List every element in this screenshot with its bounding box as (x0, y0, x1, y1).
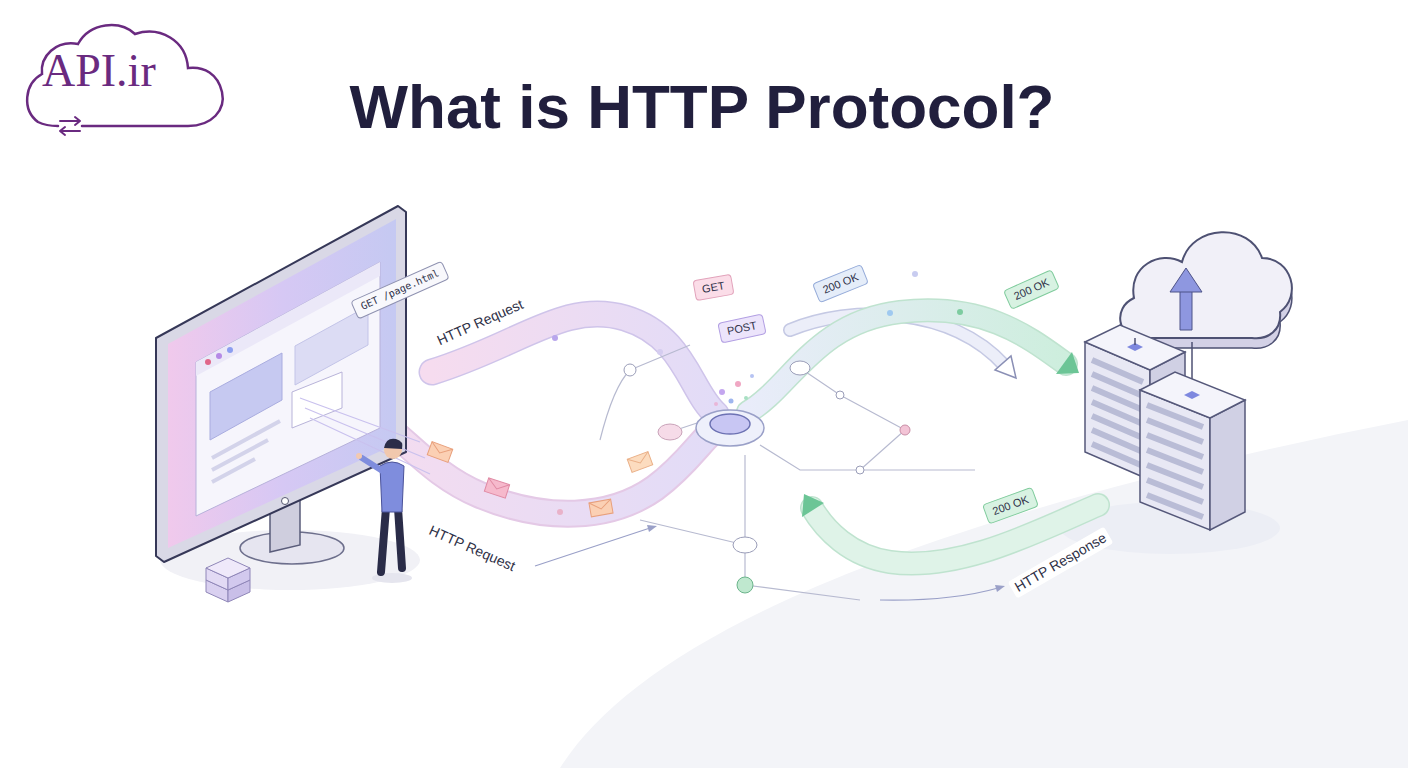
data-slot (292, 372, 342, 428)
person-arm (362, 458, 384, 472)
monitor-screen (168, 219, 396, 548)
server-slots (1147, 405, 1203, 517)
tag-text: GET (701, 279, 726, 296)
upload-arrow-head (1170, 268, 1202, 292)
envelope-icon (484, 478, 509, 498)
data-dot (657, 349, 663, 355)
logo-cloud: API.ir (20, 18, 234, 140)
data-dot (887, 310, 893, 316)
content-panel (295, 306, 368, 385)
circuit-line (860, 430, 905, 470)
person-legs (381, 508, 402, 572)
data-dot (552, 335, 558, 341)
status-tag: 200 OK (1002, 269, 1059, 310)
circuit-node (737, 577, 753, 593)
hub-ring (696, 410, 764, 446)
envelope-flap (486, 478, 509, 492)
envelope-icon (589, 499, 613, 517)
logo-text: API.ir (42, 48, 156, 94)
content-lines (212, 421, 280, 482)
method-tag: GET (692, 273, 734, 301)
sparkle-dot (729, 399, 734, 404)
flow-label: HTTP Request (423, 519, 522, 577)
exchange-arrow (60, 117, 80, 125)
data-beam (300, 398, 430, 474)
method-tag: POST (717, 313, 766, 343)
tag-text: POST (726, 319, 758, 338)
data-dot (912, 271, 918, 277)
circuit-line (744, 455, 745, 585)
envelope-flap (429, 442, 452, 457)
circuit-node (658, 424, 682, 440)
box-top (206, 558, 250, 578)
circuit-line (745, 585, 860, 600)
envelope-icon (627, 452, 652, 473)
circuit-line (640, 520, 745, 545)
arrow-head (802, 494, 824, 517)
circuit-line (600, 370, 630, 440)
server-side (1210, 400, 1245, 530)
envelope-body (589, 499, 613, 517)
window-dot (216, 353, 222, 359)
sparkle-dot (744, 396, 748, 400)
arrow-head (995, 585, 1005, 592)
circuit-node (856, 466, 864, 474)
pointer-line (535, 528, 650, 566)
circuit-node (733, 537, 757, 553)
window-dot (227, 347, 233, 353)
pointer-line (880, 588, 998, 600)
exchange-arrow (60, 127, 80, 135)
person-hair (384, 439, 402, 449)
status-tag: 200 OK (811, 263, 868, 303)
circuit-line (800, 368, 905, 430)
cloud-shape (1120, 232, 1292, 338)
envelope-icon (427, 442, 452, 463)
sparkle-dot (750, 374, 754, 378)
circuit-node (836, 391, 844, 399)
power-button (282, 498, 289, 505)
envelope-body (484, 478, 509, 498)
monitor-bezel (156, 206, 406, 562)
circuit-line (630, 345, 690, 370)
envelope-flap (627, 452, 650, 467)
circuit-node (790, 361, 810, 375)
cloud-link (1134, 338, 1136, 345)
envelope-body (427, 442, 452, 463)
circuit-line (760, 445, 860, 470)
response-pipe (748, 310, 1066, 412)
tag-text: 200 OK (820, 270, 860, 296)
envelope-body (627, 452, 652, 473)
upload-arrow (1180, 290, 1192, 330)
window-dot (205, 359, 211, 365)
circuit-node (900, 425, 910, 435)
sparkle-dot (719, 389, 725, 395)
envelope-flap (589, 499, 612, 511)
circuit-lines (600, 345, 975, 600)
arrow-head (995, 356, 1016, 378)
circuit-line (860, 469, 975, 470)
cloud-outline (27, 25, 223, 126)
sparkle-dot (735, 381, 741, 387)
data-dot (957, 309, 963, 315)
sparkle-dot (714, 402, 718, 406)
hub-core (710, 414, 750, 434)
arrow-head (647, 525, 657, 532)
tag-text: 200 OK (1011, 275, 1050, 302)
response-pipe-edge (748, 310, 1066, 412)
server-slots (1092, 360, 1143, 466)
server-light (1184, 391, 1200, 399)
circuit-node (624, 364, 636, 376)
person-hand (356, 453, 362, 459)
arrow-head (1056, 352, 1079, 374)
data-dot (557, 509, 563, 515)
page-title: What is HTTP Protocol? (350, 76, 1055, 138)
